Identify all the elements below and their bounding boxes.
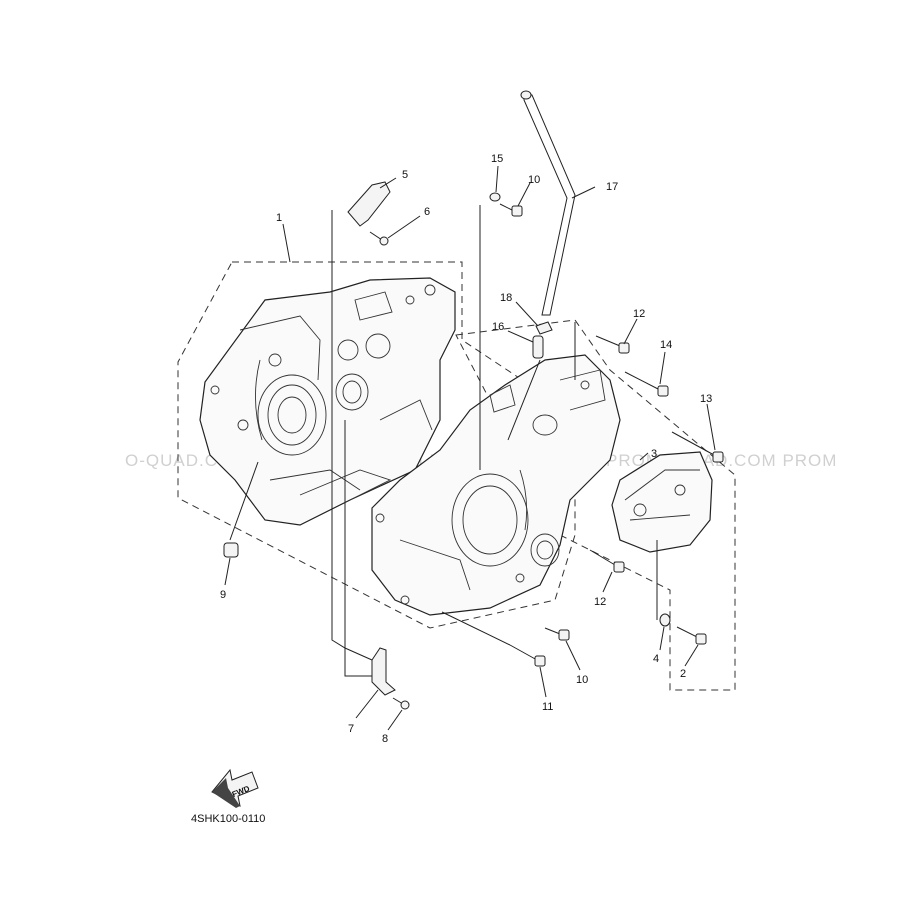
washer-4	[659, 613, 671, 627]
bolt-10-top	[499, 203, 523, 217]
callout-7: 7	[348, 723, 354, 735]
callout-1: 1	[276, 212, 282, 224]
callout-3: 3	[651, 448, 657, 460]
right-crankcase-boundary	[455, 319, 736, 691]
right-crankcase-half	[371, 354, 621, 616]
callout-5: 5	[402, 169, 408, 181]
callout-12-top: 12	[633, 308, 645, 320]
callout-15: 15	[491, 153, 503, 165]
alignment-line-plates	[331, 210, 373, 661]
callout-10-bottom: 10	[576, 674, 588, 686]
bolt-2	[676, 626, 707, 645]
callout-4: 4	[653, 653, 659, 665]
callout-8: 8	[382, 733, 388, 745]
hose-clamp-18	[535, 321, 553, 335]
leader-lines	[224, 165, 716, 731]
bolt-11	[509, 644, 546, 667]
callout-16: 16	[492, 321, 504, 333]
dowel-pin-9	[223, 542, 239, 558]
bolt-10-bottom	[544, 627, 570, 641]
callout-9: 9	[220, 589, 226, 601]
alignment-line-dowel	[229, 461, 259, 541]
callout-14: 14	[660, 339, 672, 351]
forward-arrow: FWD	[211, 768, 259, 808]
left-crankcase-half	[199, 277, 456, 526]
breather-hose	[523, 91, 576, 316]
washer-15	[489, 192, 501, 202]
alignment-line-plate-lower	[344, 420, 372, 677]
screw-6	[369, 231, 389, 246]
callout-2: 2	[680, 668, 686, 680]
bolt-12-top	[595, 335, 630, 354]
callout-11: 11	[542, 701, 553, 713]
breather-hose-end	[520, 90, 532, 100]
callout-10-top: 10	[528, 174, 540, 186]
retainer-plate-bottom	[371, 647, 396, 696]
callout-17: 17	[606, 181, 618, 193]
fitting-16	[532, 335, 544, 359]
retainer-plate-top	[347, 181, 391, 227]
screw-8	[392, 697, 410, 710]
callout-12-bottom: 12	[594, 596, 606, 608]
left-crankcase-boundary	[177, 261, 576, 629]
alignment-line-fitting	[507, 359, 541, 441]
bolt-14	[624, 371, 669, 397]
bolt-12-bottom	[589, 549, 625, 573]
callout-18: 18	[500, 292, 512, 304]
bolt-13	[671, 431, 724, 463]
callout-6: 6	[424, 206, 430, 218]
diagram-code: 4SHK100-0110	[191, 813, 265, 825]
crankcase-cover	[611, 451, 713, 553]
callout-13: 13	[700, 393, 712, 405]
alignment-line-bolt11	[441, 611, 511, 646]
